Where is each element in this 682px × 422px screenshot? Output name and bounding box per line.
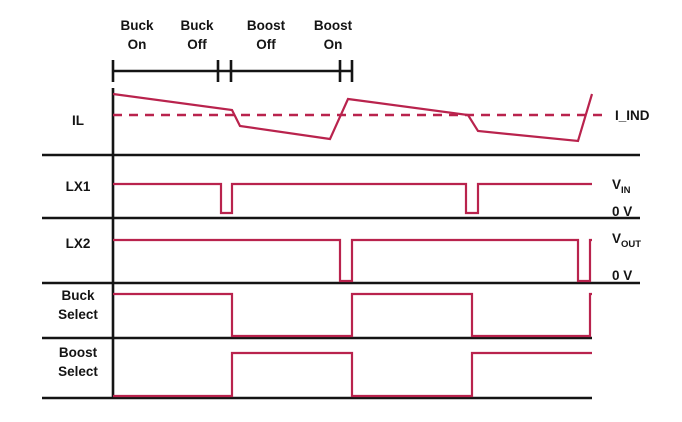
phase-label-buck-off-line1: Buck xyxy=(180,18,214,33)
row-label-lx2: LX2 xyxy=(66,236,91,251)
row-label-buck-select-line2: Select xyxy=(58,307,98,322)
phase-ruler xyxy=(111,60,354,82)
row-label-lx1: LX1 xyxy=(66,179,91,194)
phase-label-buck-off-line2: Off xyxy=(187,37,207,52)
boost-select-waveform xyxy=(113,351,592,398)
il-right-label: I_IND xyxy=(615,108,650,123)
phase-label-boost-off-line2: Off xyxy=(256,37,276,52)
lx2-low-label: 0 V xyxy=(612,268,632,283)
lx1-high-label: VIN xyxy=(612,177,631,196)
phase-label-boost-on: Boost On xyxy=(314,18,353,52)
phase-label-buck-on-line2: On xyxy=(128,37,147,52)
row-label-boost-select-line2: Select xyxy=(58,364,98,379)
row-label-il: IL xyxy=(72,113,84,128)
row-label-boost-select: Boost Select xyxy=(58,345,98,379)
phase-label-buck-on-line1: Buck xyxy=(120,18,154,33)
lx1-low-label: 0 V xyxy=(612,204,632,219)
row-label-buck-select: Buck Select xyxy=(58,288,98,322)
il-waveform xyxy=(112,92,594,143)
phase-label-buck-on: Buck On xyxy=(120,18,154,52)
phase-label-boost-off: Boost Off xyxy=(247,18,286,52)
row-separators xyxy=(42,153,640,400)
lx2-waveform xyxy=(113,238,592,283)
phase-label-boost-on-line2: On xyxy=(324,37,343,52)
row-label-buck-select-line1: Buck xyxy=(61,288,95,303)
buck-select-waveform xyxy=(113,292,592,338)
lx2-high-label: VOUT xyxy=(612,231,641,250)
phase-label-buck-off: Buck Off xyxy=(180,18,214,52)
row-label-boost-select-line1: Boost xyxy=(59,345,98,360)
phase-label-boost-off-line1: Boost xyxy=(247,18,286,33)
phase-label-boost-on-line1: Boost xyxy=(314,18,353,33)
lx1-waveform xyxy=(113,182,592,215)
